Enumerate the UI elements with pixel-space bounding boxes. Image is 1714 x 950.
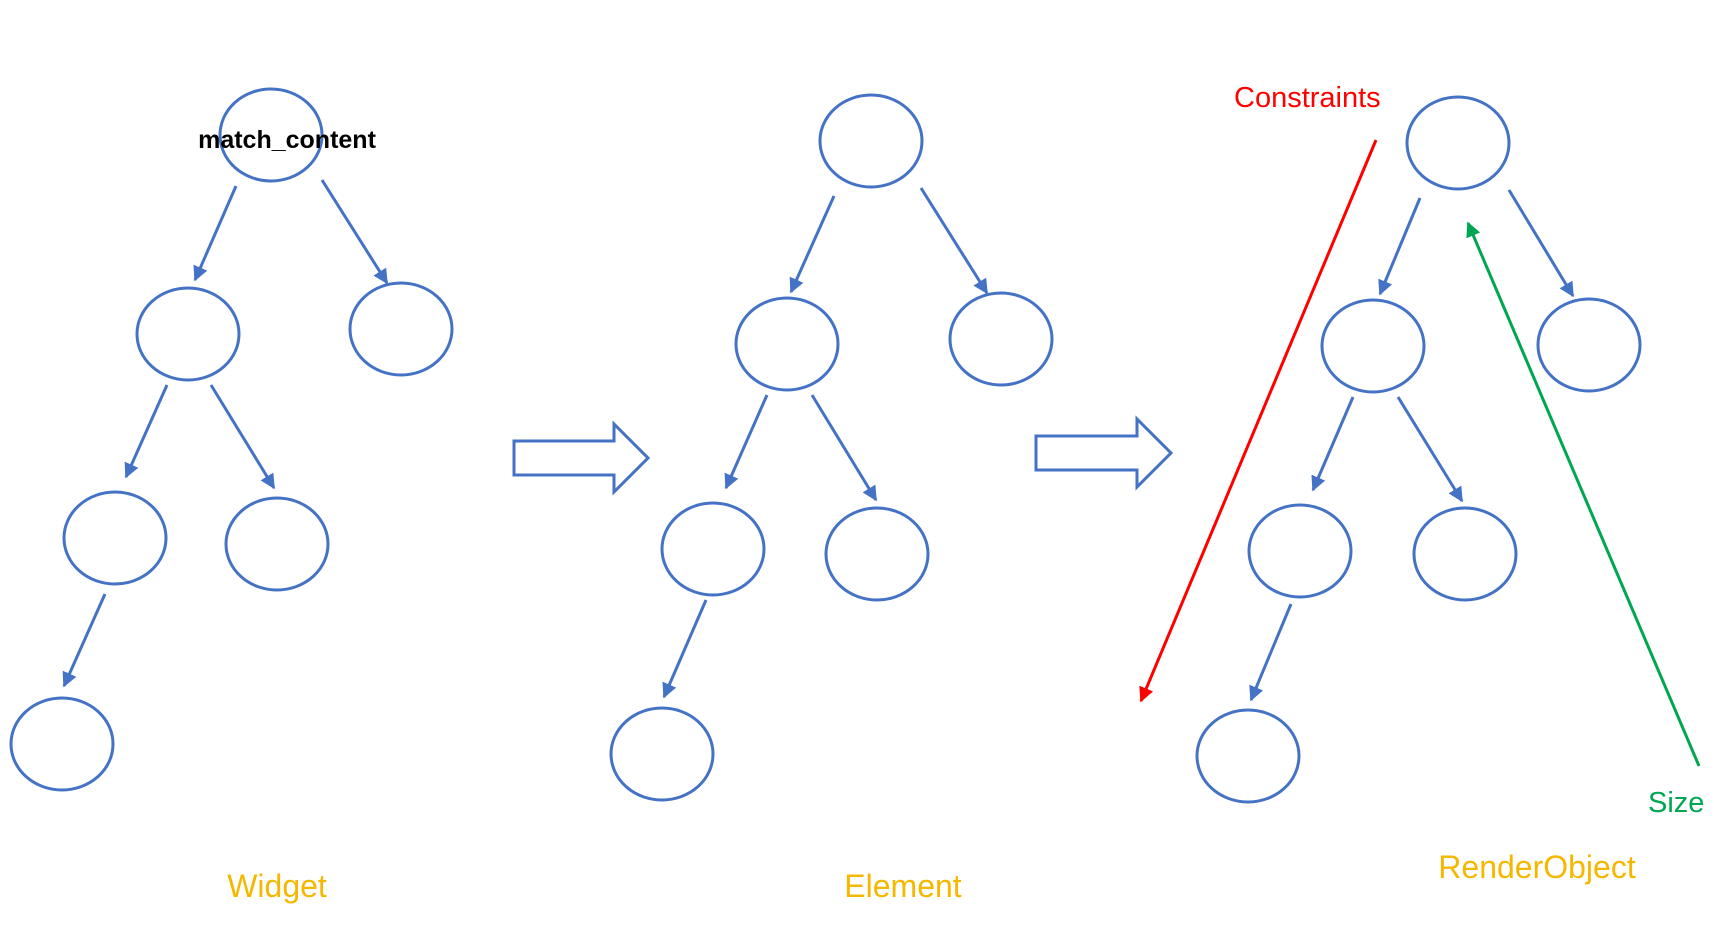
- element-edge-root-left: [789, 195, 836, 294]
- widget-edge-root-right: [320, 179, 389, 285]
- render-node-low-left: [1247, 503, 1353, 599]
- element-tree: Element: [609, 93, 1054, 904]
- render-node-leaf: [1195, 708, 1301, 804]
- element-tree-label: Element: [844, 868, 962, 904]
- element-node-mid-left: [734, 296, 840, 392]
- render-edge-root-left: [1378, 197, 1422, 296]
- widget-tree: match_content Widget: [9, 87, 454, 904]
- render-node-mid-left: [1320, 298, 1426, 394]
- widget-edge-mid-left: [124, 384, 169, 479]
- element-node-low-right: [824, 506, 930, 602]
- element-edge-mid-right: [810, 394, 878, 502]
- element-edge-low-left: [662, 599, 708, 699]
- flow-arrow-element-to-render: [1034, 415, 1174, 491]
- widget-edge-root-left: [193, 185, 238, 282]
- widget-node-root: [218, 87, 324, 183]
- widget-node-low-right: [224, 496, 330, 592]
- render-object-tree: RenderObject: [1195, 95, 1642, 885]
- widget-node-leaf: [9, 696, 115, 792]
- render-edge-root-right: [1507, 189, 1575, 298]
- render-object-tree-label: RenderObject: [1438, 849, 1636, 885]
- widget-node-mid-right: [348, 281, 454, 377]
- widget-edge-mid-right: [209, 384, 276, 490]
- widget-edge-low-left: [62, 593, 107, 688]
- widget-node-low-left: [62, 490, 168, 586]
- render-edge-mid-left: [1311, 396, 1355, 492]
- element-edge-root-right: [919, 187, 989, 295]
- constraints-label: Constraints: [1234, 82, 1381, 114]
- widget-tree-label: Widget: [227, 868, 327, 904]
- render-edge-low-left: [1249, 603, 1293, 702]
- match-content-annotation: match_content: [198, 126, 376, 154]
- size-label: Size: [1648, 787, 1704, 819]
- widget-node-mid-left: [135, 286, 241, 382]
- render-node-root: [1405, 95, 1511, 191]
- constraints-arrow: [1139, 139, 1378, 703]
- element-node-mid-right: [948, 291, 1054, 387]
- element-node-leaf: [609, 706, 715, 802]
- element-node-root: [818, 93, 924, 189]
- element-edge-mid-left: [724, 394, 769, 490]
- flow-arrow-widget-to-element: [512, 420, 651, 496]
- element-node-low-left: [660, 501, 766, 597]
- render-node-low-right: [1412, 506, 1518, 602]
- size-arrow: [1466, 221, 1701, 767]
- render-node-mid-right: [1536, 297, 1642, 393]
- render-edge-mid-right: [1396, 396, 1464, 503]
